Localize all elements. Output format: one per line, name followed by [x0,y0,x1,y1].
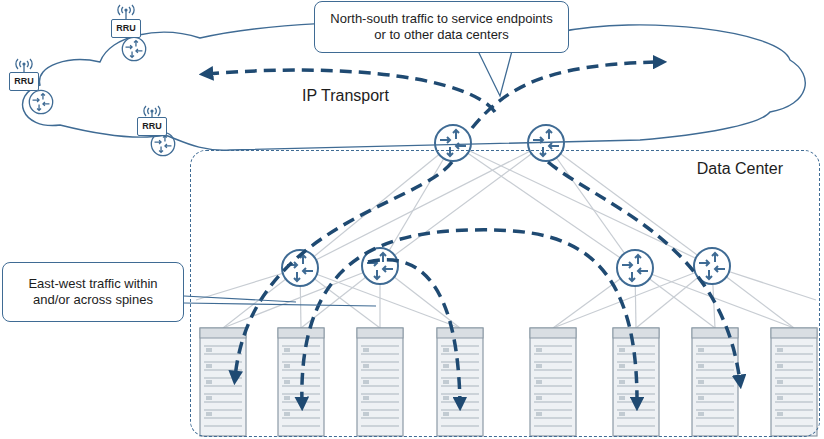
region-label: IP Transport [300,86,391,105]
server-rack [692,328,738,436]
edge-router [435,125,471,161]
east-west-flow [368,260,460,404]
server-racks [200,328,817,436]
unit-label: RRU [116,23,136,34]
data-center-region: Data Center [190,150,820,437]
east-west-flow [302,230,637,404]
spine-router [617,250,653,286]
callout-pointer [478,51,512,96]
cell-site-router [122,37,145,60]
antennas [16,5,160,123]
rru-box: RRU [9,72,39,91]
fabric-links [196,143,816,328]
cell-site-router [29,90,52,113]
rru-box: RRU [137,117,167,136]
unit-label: RRU [14,76,34,87]
callout-text: East-west traffic within and/or across s… [11,276,175,307]
region-label: Data Center [697,159,783,178]
traffic-flows [206,62,740,404]
north-south-flow [548,162,740,382]
rru-box: RRU [111,19,141,38]
unit-label: RRU [142,121,162,132]
server-rack [200,328,246,436]
server-rack [357,328,403,436]
server-rack [530,328,576,436]
callout-box: North-south traffic to service endpoints… [314,1,569,53]
routers [29,37,730,286]
callout-text: North-south traffic to service endpoints… [323,11,560,42]
leader-lines [184,296,376,306]
north-south-flow [206,70,495,112]
server-rack [771,328,817,436]
callout-box: East-west traffic within and/or across s… [2,262,184,322]
